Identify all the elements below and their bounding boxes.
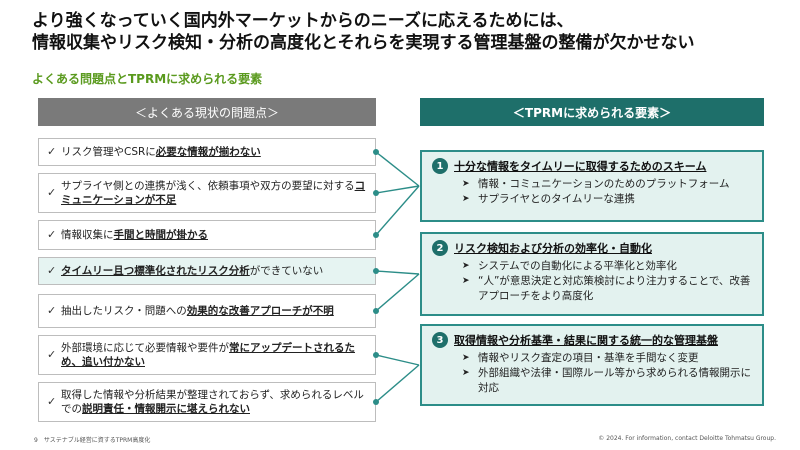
issue-item: ✓ タイムリー且つ標準化されたリスク分析ができていない xyxy=(38,257,376,285)
issue-text-emphasis: 手間と時間が掛かる xyxy=(113,229,209,241)
arrow-bullet-icon: ➤ xyxy=(462,276,470,286)
issue-text: 抽出したリスク・問題への効果的な改善アプローチが不明 xyxy=(61,304,369,318)
requirement-card: 3 取得情報や分析基準・結果に関する統一的な管理基盤 ➤ 情報やリスク査定の項目・基準… xyxy=(420,324,764,406)
requirement-bullet: ➤ 情報やリスク査定の項目・基準を手間なく変更 xyxy=(462,351,754,366)
arrow-bullet-icon: ➤ xyxy=(462,179,470,189)
requirement-bullet: ➤ 外部組織や法律・国際ルール等から求められる情報開示に対応 xyxy=(462,366,754,396)
requirement-bullets: ➤ 情報やリスク査定の項目・基準を手間なく変更 ➤ 外部組織や法律・国際ルール等から求… xyxy=(462,351,754,396)
connector-line xyxy=(375,151,420,187)
issue-text-pre: サプライヤ側との連携が浅く、依頼事項や双方の要望に対する xyxy=(61,180,355,192)
issue-text: 取得した情報や分析結果が整理されておらず、求められるレベルでの説明責任・情報開示… xyxy=(61,388,369,416)
requirement-title: 取得情報や分析基準・結果に関する統一的な管理基盤 xyxy=(454,334,718,347)
requirement-bullet: ➤ システムでの自動化による平準化と効率化 xyxy=(462,259,754,274)
requirement-heading: 3 取得情報や分析基準・結果に関する統一的な管理基盤 xyxy=(432,332,754,348)
footer-copyright: © 2024. For information, contact Deloitt… xyxy=(598,435,776,442)
requirement-bullet-text: システムでの自動化による平準化と効率化 xyxy=(478,260,677,272)
connector-line xyxy=(375,364,420,403)
issue-item: ✓ 抽出したリスク・問題への効果的な改善アプローチが不明 xyxy=(38,294,376,328)
issue-text-post: ができていない xyxy=(249,265,324,277)
issue-item: ✓ サプライヤ側との連携が浅く、依頼事項や双方の要望に対するコミュニケーションが不… xyxy=(38,173,376,213)
issues-header: ＜よくある現状の問題点＞ xyxy=(38,98,376,126)
issue-text-emphasis: コミュニケーションが不足 xyxy=(61,180,366,206)
requirement-title: 十分な情報をタイムリーに取得するためのスキーム xyxy=(454,160,707,173)
arrow-bullet-icon: ➤ xyxy=(462,261,470,271)
issue-text: リスク管理やCSRに必要な情報が揃わない xyxy=(61,145,369,159)
connector-line xyxy=(375,273,420,312)
section-subtitle: よくある問題点とTPRMに求められる要素 xyxy=(32,72,263,86)
requirement-bullet: ➤ “人”が意思決定と対応策検討により注力することで、改善アプローチをより高度化 xyxy=(462,274,754,304)
check-icon: ✓ xyxy=(47,145,57,158)
issue-text: 情報収集に手間と時間が掛かる xyxy=(61,228,369,242)
requirement-number-badge: 1 xyxy=(432,158,448,174)
check-icon: ✓ xyxy=(47,264,57,277)
issue-text-emphasis: 必要な情報が揃わない xyxy=(155,146,261,158)
requirement-bullet-text: “人”が意思決定と対応策検討により注力することで、改善アプローチをより高度化 xyxy=(478,275,751,302)
requirements-header: ＜TPRMに求められる要素＞ xyxy=(420,98,764,126)
footer-page-note: 9 サステナブル経営に資するTPRM高度化 xyxy=(34,437,151,444)
requirement-number-badge: 2 xyxy=(432,240,448,256)
issue-item: ✓ 取得した情報や分析結果が整理されておらず、求められるレベルでの説明責任・情報開… xyxy=(38,382,376,422)
issue-text: 外部環境に応じて必要情報や要件が常にアップデートされるため、追い付かない xyxy=(61,341,369,369)
issue-item: ✓ 外部環境に応じて必要情報や要件が常にアップデートされるため、追い付かない xyxy=(38,335,376,375)
requirement-bullet-text: サプライヤとのタイムリーな連携 xyxy=(478,193,635,205)
issue-text-emphasis: 常にアップデートされるため、追い付かない xyxy=(61,342,355,368)
requirement-number-badge: 3 xyxy=(432,332,448,348)
requirement-heading: 2 リスク検知および分析の効率化・自動化 xyxy=(432,240,754,256)
issue-text-emphasis: タイムリー且つ標準化されたリスク分析 xyxy=(61,265,250,277)
check-icon: ✓ xyxy=(47,228,57,241)
issue-text-pre: 抽出したリスク・問題への xyxy=(61,305,187,317)
issue-text-pre: リスク管理やCSRに xyxy=(61,146,156,158)
connector-line xyxy=(375,185,420,236)
check-icon: ✓ xyxy=(47,304,57,317)
requirement-card: 1 十分な情報をタイムリーに取得するためのスキーム ➤ 情報・コミュニケーションのため… xyxy=(420,150,764,222)
connector-line xyxy=(375,270,420,275)
requirement-title: リスク検知および分析の効率化・自動化 xyxy=(454,242,652,255)
requirement-bullet: ➤ 情報・コミュニケーションのためのプラットフォーム xyxy=(462,177,754,192)
issue-text-pre: 取得した情報や分析結果が整理されておらず、求められるレベルでの xyxy=(61,389,364,415)
issue-text-pre: 情報収集に xyxy=(61,229,114,241)
issue-item: ✓ リスク管理やCSRに必要な情報が揃わない xyxy=(38,138,376,166)
issue-item: ✓ 情報収集に手間と時間が掛かる xyxy=(38,220,376,250)
connector-line xyxy=(375,354,420,366)
connector-line xyxy=(375,185,420,194)
issue-text: サプライヤ側との連携が浅く、依頼事項や双方の要望に対するコミュニケーションが不足 xyxy=(61,179,369,207)
issue-text: タイムリー且つ標準化されたリスク分析ができていない xyxy=(61,264,369,278)
arrow-bullet-icon: ➤ xyxy=(462,194,470,204)
issue-text-emphasis: 効果的な改善アプローチが不明 xyxy=(186,305,334,317)
requirement-bullets: ➤ 情報・コミュニケーションのためのプラットフォーム ➤ サプライヤとのタイムリーな連… xyxy=(462,177,754,207)
check-icon: ✓ xyxy=(47,186,57,199)
page-title: より強くなっていく国内外マーケットからのニーズに応えるためには、 情報収集やリス… xyxy=(32,10,772,54)
issue-text-emphasis: 説明責任・情報開示に堪えられない xyxy=(82,403,250,415)
requirement-heading: 1 十分な情報をタイムリーに取得するためのスキーム xyxy=(432,158,754,174)
title-line-2: 情報収集やリスク検知・分析の高度化とそれらを実現する管理基盤の整備が欠かせない xyxy=(32,33,695,53)
requirement-bullets: ➤ システムでの自動化による平準化と効率化 ➤ “人”が意思決定と対応策検討により注力… xyxy=(462,259,754,304)
requirement-bullet-text: 情報・コミュニケーションのためのプラットフォーム xyxy=(478,178,730,190)
check-icon: ✓ xyxy=(47,348,57,361)
check-icon: ✓ xyxy=(47,395,57,408)
requirement-bullet-text: 外部組織や法律・国際ルール等から求められる情報開示に対応 xyxy=(478,367,751,394)
requirement-bullet: ➤ サプライヤとのタイムリーな連携 xyxy=(462,192,754,207)
arrow-bullet-icon: ➤ xyxy=(462,353,470,363)
requirement-bullet-text: 情報やリスク査定の項目・基準を手間なく変更 xyxy=(478,352,699,364)
arrow-bullet-icon: ➤ xyxy=(462,368,470,378)
title-line-1: より強くなっていく国内外マーケットからのニーズに応えるためには、 xyxy=(32,11,574,31)
issue-text-pre: 外部環境に応じて必要情報や要件が xyxy=(61,342,229,354)
